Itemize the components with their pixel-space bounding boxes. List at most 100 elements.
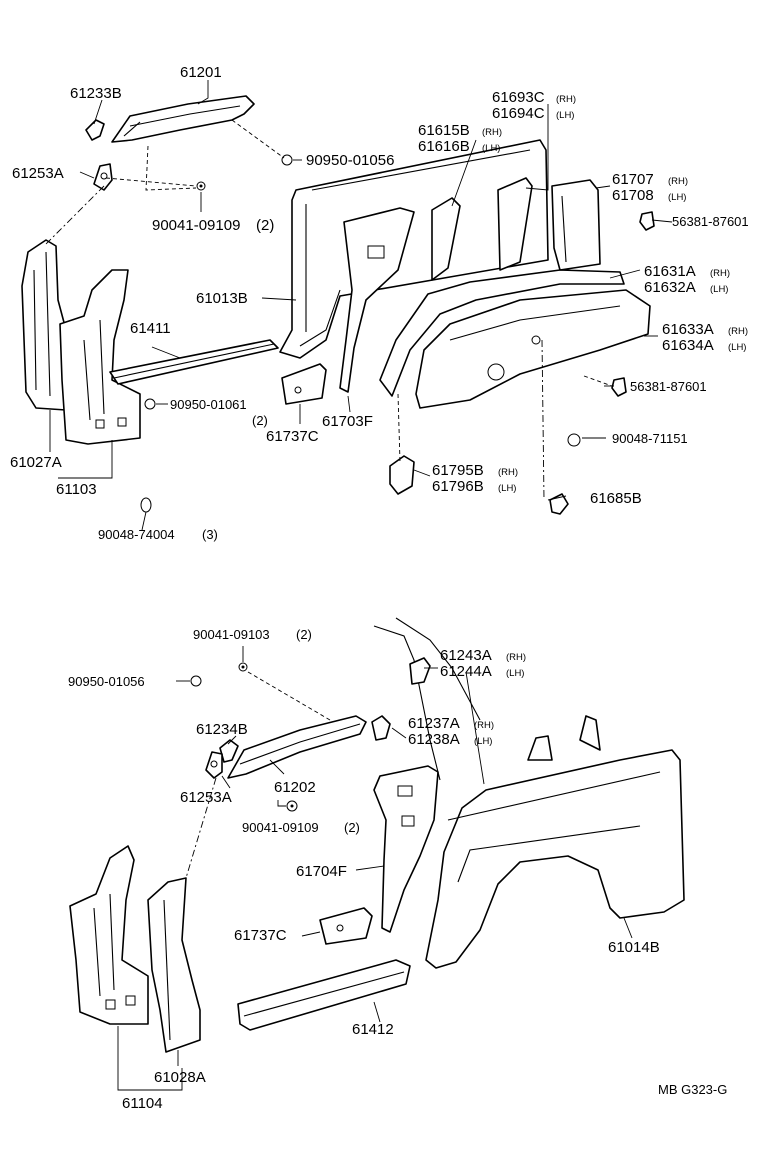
part-61633A-61634A xyxy=(415,289,651,409)
label-90041-09109-bottom-qty: (2) xyxy=(344,820,360,835)
label-61737C-top: 61737C xyxy=(266,428,319,445)
label-61704F: 61704F xyxy=(296,863,347,880)
mark-61634A-lh: (LH) xyxy=(728,342,746,353)
label-61233B: 61233B xyxy=(70,85,122,102)
mark-61632A-lh: (LH) xyxy=(710,284,728,295)
part-61202 xyxy=(227,715,367,779)
label-90041-09103-qty: (2) xyxy=(296,627,312,642)
label-61202: 61202 xyxy=(274,779,316,796)
part-61201 xyxy=(111,95,255,143)
mark-61693C-rh: (RH) xyxy=(556,94,576,105)
mark-61243A-rh: (RH) xyxy=(506,652,526,663)
part-61703F xyxy=(339,207,415,393)
label-61707: 61707 xyxy=(612,171,654,188)
label-61253A-bottom: 61253A xyxy=(180,789,232,806)
label-61253A-top: 61253A xyxy=(12,165,64,182)
label-61234B: 61234B xyxy=(196,721,248,738)
part-61103 xyxy=(59,269,141,445)
label-90950-01056-bottom: 90950-01056 xyxy=(68,674,145,689)
part-61411 xyxy=(109,339,279,385)
part-61234B xyxy=(219,739,239,763)
part-61707-61708 xyxy=(551,179,601,271)
label-61104: 61104 xyxy=(122,1095,163,1112)
label-56381-87601-b: 56381-87601 xyxy=(630,379,707,394)
fastener-90048-74004 xyxy=(140,497,152,513)
label-61708: 61708 xyxy=(612,187,654,204)
label-90048-74004-qty: (3) xyxy=(202,527,218,542)
fastener-90041-09109-top xyxy=(196,181,206,191)
part-61412 xyxy=(237,959,411,1031)
label-61243A: 61243A xyxy=(440,647,492,664)
fastener-90950-01061 xyxy=(144,398,156,410)
part-61013B xyxy=(279,139,549,359)
mark-61633A-rh: (RH) xyxy=(728,326,748,337)
mark-61615B-rh: (RH) xyxy=(482,127,502,138)
label-61244A: 61244A xyxy=(440,663,492,680)
fastener-90950-01056-bottom xyxy=(190,675,202,687)
bottom-labels: 90041-09103 (2) 90950-01056 61243A (RH) … xyxy=(68,627,727,1112)
bottom-leaders xyxy=(117,646,633,1091)
label-90041-09109-bottom: 90041-09109 xyxy=(242,820,319,835)
label-61737C-bottom: 61737C xyxy=(234,927,287,944)
label-61028A: 61028A xyxy=(154,1069,206,1086)
label-61238A: 61238A xyxy=(408,731,460,748)
label-61693C: 61693C xyxy=(492,89,545,106)
label-61703F: 61703F xyxy=(322,413,373,430)
mark-61244A-lh: (LH) xyxy=(506,668,524,679)
label-61694C: 61694C xyxy=(492,105,545,122)
part-61615B-61616B xyxy=(431,197,461,281)
label-90041-09109-top-qty: (2) xyxy=(256,217,274,234)
mark-61795B-rh: (RH) xyxy=(498,467,518,478)
mark-61238A-lh: (LH) xyxy=(474,736,492,747)
part-56381-87601-a xyxy=(639,211,655,231)
mark-61237A-rh: (RH) xyxy=(474,720,494,731)
label-61796B: 61796B xyxy=(432,478,484,495)
label-61411: 61411 xyxy=(130,320,171,337)
label-61237A: 61237A xyxy=(408,715,460,732)
part-61685B xyxy=(549,493,569,515)
label-90048-74004: 90048-74004 xyxy=(98,527,175,542)
part-61237A-61238A xyxy=(371,715,391,741)
part-61737C-bottom xyxy=(319,907,373,945)
part-61028A xyxy=(147,877,201,1053)
fastener-90048-71151 xyxy=(567,433,581,447)
label-61103: 61103 xyxy=(56,481,97,498)
label-90950-01056-top: 90950-01056 xyxy=(306,152,394,169)
label-61615B: 61615B xyxy=(418,122,470,139)
reference-code: MB G323-G xyxy=(658,1082,727,1097)
fastener-90041-09103 xyxy=(238,662,248,672)
top-leaders xyxy=(45,80,673,531)
fastener-90041-09109-bottom xyxy=(286,800,298,812)
label-61685B: 61685B xyxy=(590,490,642,507)
mark-61616B-lh: (LH) xyxy=(482,143,500,154)
part-61693C-61694C xyxy=(497,177,533,271)
label-61014B: 61014B xyxy=(608,939,660,956)
part-61704F xyxy=(373,765,439,933)
label-90950-01061: 90950-01061 xyxy=(170,397,247,412)
mark-61694C-lh: (LH) xyxy=(556,110,574,121)
label-90041-09109-top: 90041-09109 xyxy=(152,217,240,234)
mark-61631A-rh: (RH) xyxy=(710,268,730,279)
label-61795B: 61795B xyxy=(432,462,484,479)
label-61632A: 61632A xyxy=(644,279,696,296)
body-outline xyxy=(373,617,481,781)
label-61616B: 61616B xyxy=(418,138,470,155)
mark-61796B-lh: (LH) xyxy=(498,483,516,494)
part-61795B-61796B xyxy=(389,455,415,495)
part-61253A-top xyxy=(93,163,113,191)
part-61631A-61632A xyxy=(379,269,625,397)
label-90950-01061-qty: (2) xyxy=(252,413,268,428)
part-56381-87601-b xyxy=(611,377,627,397)
part-61104 xyxy=(69,845,149,1025)
part-61253A-bottom xyxy=(205,751,223,779)
label-61027A: 61027A xyxy=(10,454,62,471)
part-61737C-top xyxy=(281,363,327,405)
label-90041-09103: 90041-09103 xyxy=(193,627,270,642)
label-90048-71151: 90048-71151 xyxy=(612,431,688,446)
fastener-90950-01056-top xyxy=(281,154,293,166)
label-61631A: 61631A xyxy=(644,263,696,280)
mark-61707-rh: (RH) xyxy=(668,176,688,187)
label-61634A: 61634A xyxy=(662,337,714,354)
part-61243A-61244A xyxy=(409,657,431,685)
